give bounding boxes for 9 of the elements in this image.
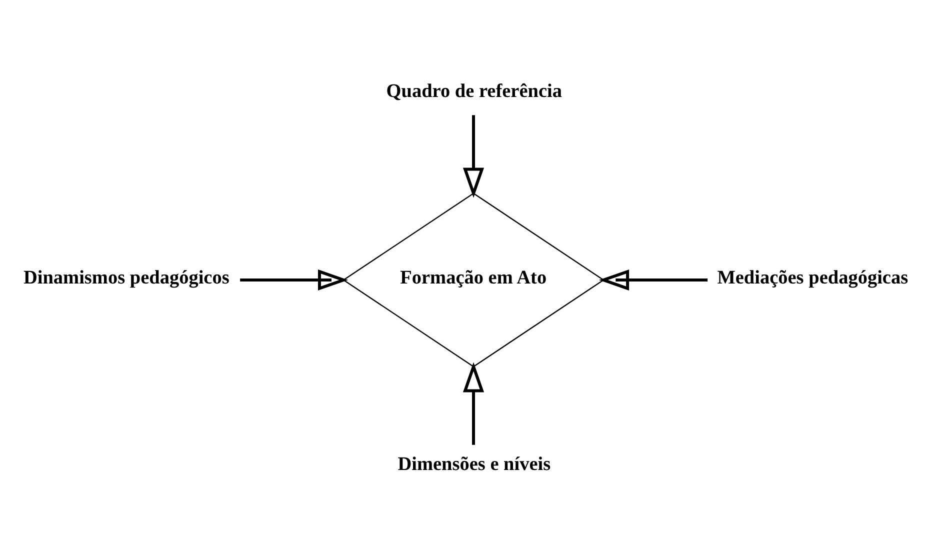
node-diamond: Formação em Ato [342, 192, 605, 367]
node-text: Quadro de referência [386, 80, 562, 102]
node-text: Dimensões e níveis [398, 453, 551, 474]
arrow [462, 362, 484, 444]
node-text: Mediações pedagógicas [717, 266, 908, 288]
node-text: Dinamismos pedagógicos [23, 266, 230, 288]
arrow [598, 268, 708, 290]
arrow [240, 268, 348, 290]
arrow [462, 114, 484, 198]
